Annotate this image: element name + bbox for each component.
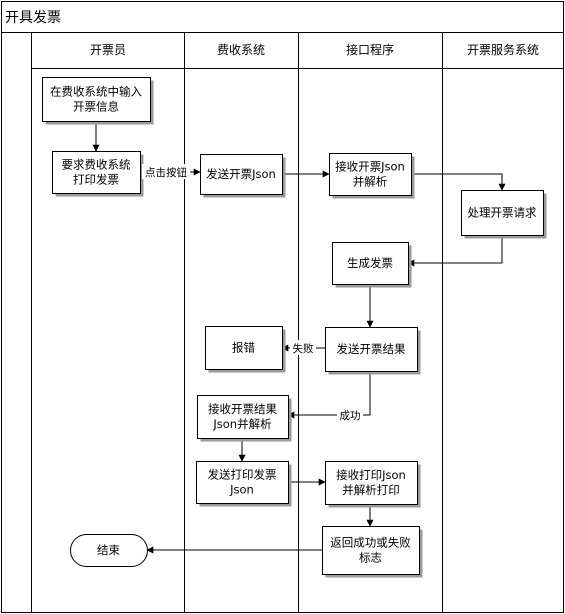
node-text: 接收打印Json bbox=[336, 468, 406, 482]
nodes-layer: 在费收系统中输入开票信息要求费收系统打印发票发送开票Json接收开票Json并解… bbox=[42, 77, 547, 578]
edge-label-bg bbox=[290, 340, 316, 355]
edge-label-n2-n3: 点击按钮 bbox=[145, 166, 187, 179]
node-text: 结束 bbox=[97, 543, 120, 557]
lane-label-invoice-service: 开票服务系统 bbox=[467, 42, 539, 57]
node-n13: 结束 bbox=[70, 534, 148, 567]
diagram-title: 开具发票 bbox=[5, 10, 61, 26]
edge-label-bg bbox=[337, 407, 363, 422]
node-text: 并解析打印 bbox=[342, 483, 400, 497]
process-shape bbox=[325, 327, 418, 372]
node-text: 生成发票 bbox=[347, 256, 393, 270]
lane-label-interface: 接口程序 bbox=[346, 42, 394, 57]
node-text: 要求费收系统 bbox=[62, 158, 131, 172]
process-shape bbox=[197, 395, 289, 439]
node-text: 发送开票Json bbox=[206, 167, 276, 181]
node-n8: 报错 bbox=[205, 326, 286, 373]
node-text: 返回成功或失败 bbox=[330, 536, 411, 550]
node-n3: 发送开票Json bbox=[200, 154, 286, 198]
node-text: Json bbox=[229, 483, 254, 497]
lane-label-billing: 费收系统 bbox=[217, 43, 265, 57]
node-n5: 处理开票请求 bbox=[461, 190, 547, 239]
edge-n5-n6 bbox=[407, 235, 503, 267]
edge-label-n7-n9: 成功 bbox=[340, 410, 361, 422]
node-text: 报错 bbox=[232, 341, 255, 355]
process-shape bbox=[200, 154, 283, 195]
node-text: 打印发票 bbox=[73, 173, 119, 187]
node-text: 处理开票请求 bbox=[468, 206, 537, 220]
node-text: 接收开票Json bbox=[335, 160, 405, 174]
process-shape bbox=[205, 326, 283, 370]
node-n6: 生成发票 bbox=[332, 242, 412, 288]
process-shape bbox=[325, 461, 418, 505]
node-text: 发送开票结果 bbox=[337, 342, 406, 356]
process-shape bbox=[461, 190, 544, 236]
process-shape bbox=[42, 77, 151, 122]
process-shape bbox=[332, 242, 409, 285]
node-text: 在费收系统中输入 bbox=[50, 85, 142, 99]
node-n7: 发送开票结果 bbox=[325, 327, 421, 375]
terminal-shape bbox=[70, 534, 148, 567]
process-shape bbox=[196, 461, 289, 504]
node-text: 标志 bbox=[359, 551, 382, 565]
lane-label-issuer: 开票员 bbox=[90, 43, 126, 57]
edge-n4-n5 bbox=[411, 173, 506, 191]
process-shape bbox=[322, 526, 420, 575]
edge-label-bg bbox=[142, 164, 190, 179]
process-shape bbox=[329, 153, 412, 196]
node-text: 接收开票结果 bbox=[208, 402, 277, 416]
node-text: 发送打印发票 bbox=[208, 468, 277, 482]
edge-n7-n9 bbox=[287, 371, 371, 419]
node-text: 开票信息 bbox=[73, 100, 119, 114]
edge-label-n7-n8: 失败 bbox=[293, 342, 314, 355]
node-text: 并解析 bbox=[353, 175, 388, 189]
node-text: Json并解析 bbox=[212, 417, 271, 431]
process-shape bbox=[52, 151, 141, 194]
